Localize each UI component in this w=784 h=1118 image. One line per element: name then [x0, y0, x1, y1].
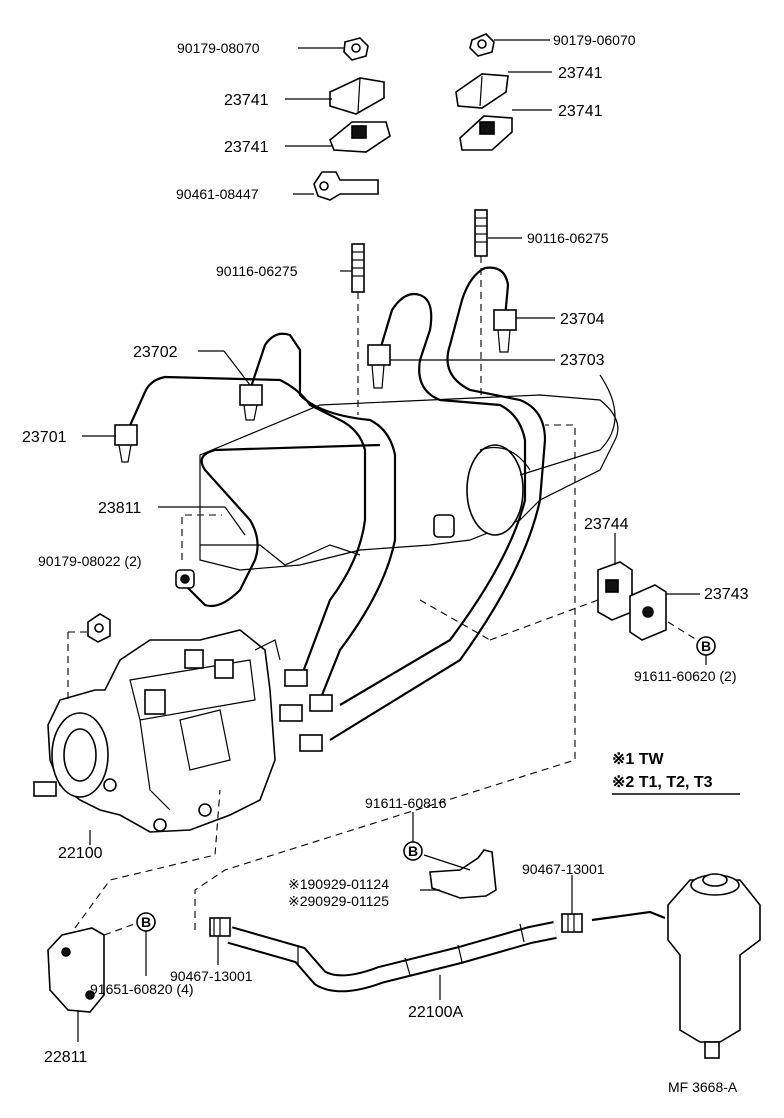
fitting-23704 [493, 309, 517, 353]
bracket-90929 [429, 849, 497, 899]
label-23743: 23743 [704, 586, 749, 603]
nut-left-top [343, 37, 369, 61]
nut-right-top [469, 33, 495, 57]
stud-right [474, 209, 488, 257]
clamp-lower-left [329, 121, 391, 153]
b-marker-center-label: B [408, 843, 418, 859]
label-23811: 23811 [98, 500, 141, 517]
label-23741-lower-left: 23741 [224, 139, 269, 156]
clamp-upper-right [455, 73, 509, 109]
pipe-clamp-23743 [629, 584, 667, 641]
b-marker-right: B [696, 636, 716, 656]
b-marker-left: B [136, 912, 156, 932]
label-23741-upper-right: 23741 [558, 65, 603, 82]
fitting-23701 [114, 424, 138, 463]
label-23702: 23702 [133, 344, 178, 361]
label-23703: 23703 [560, 352, 605, 369]
label-90116-06275-right: 90116-06275 [527, 230, 609, 246]
label-90179-06070: 90179-06070 [553, 32, 636, 48]
label-22100A: 22100A [408, 1004, 463, 1021]
footer-code: MF 3668-A [668, 1079, 738, 1095]
label-90116-06275-left: 90116-06275 [216, 263, 298, 279]
label-90467-13001-left: 90467-13001 [170, 968, 253, 984]
pipe-clamp-23744 [597, 561, 633, 621]
stud-left [351, 243, 365, 293]
fitting-23702 [239, 384, 263, 421]
engine-block-outline [199, 394, 619, 571]
fitting-23703 [367, 344, 391, 389]
note-1-tw: ※1 TW [612, 751, 665, 768]
label-23701: 23701 [22, 429, 67, 446]
banjo-23811 [175, 569, 195, 589]
clamp-lower-right [459, 115, 513, 151]
label-22811: 22811 [44, 1049, 87, 1066]
label-23744: 23744 [584, 516, 629, 533]
nut-90179-08022 [87, 613, 111, 643]
note-2-t1-t2-t3: ※2 T1, T2, T3 [612, 774, 713, 791]
injection-pipes [126, 266, 547, 741]
clamp-upper-left [329, 77, 385, 115]
label-90461-08447: 90461-08447 [176, 186, 259, 202]
label-91611-60620: 91611-60620 (2) [634, 668, 736, 684]
label-91611-60816: 91611-60816 [365, 795, 447, 811]
hose-clamp-right [561, 913, 583, 933]
label-90467-13001-right: 90467-13001 [522, 861, 605, 877]
leader-lines [77, 39, 707, 1042]
label-90929-01125: ※290929-01125 [288, 893, 389, 909]
label-23704: 23704 [560, 311, 605, 328]
label-23741-lower-right: 23741 [558, 103, 603, 120]
bracket-22811 [47, 927, 105, 1013]
label-90179-08070: 90179-08070 [177, 40, 260, 56]
bracket-90461 [313, 171, 379, 201]
label-90179-08022: 90179-08022 (2) [38, 553, 142, 569]
injection-pump-22100 [33, 629, 281, 833]
hose-22100A [227, 921, 557, 993]
label-90929-01124: ※190929-01124 [288, 876, 389, 892]
fuel-filter [667, 873, 761, 1059]
b-marker-center: B [403, 841, 423, 861]
hose-clamp-left [209, 917, 231, 937]
b-marker-right-label: B [701, 638, 711, 654]
b-marker-left-label: B [141, 914, 151, 930]
label-23741-upper-left: 23741 [224, 92, 269, 109]
delivery-valves [279, 669, 333, 752]
label-91651-60820: 91651-60820 (4) [90, 981, 194, 997]
label-22100: 22100 [58, 845, 103, 862]
